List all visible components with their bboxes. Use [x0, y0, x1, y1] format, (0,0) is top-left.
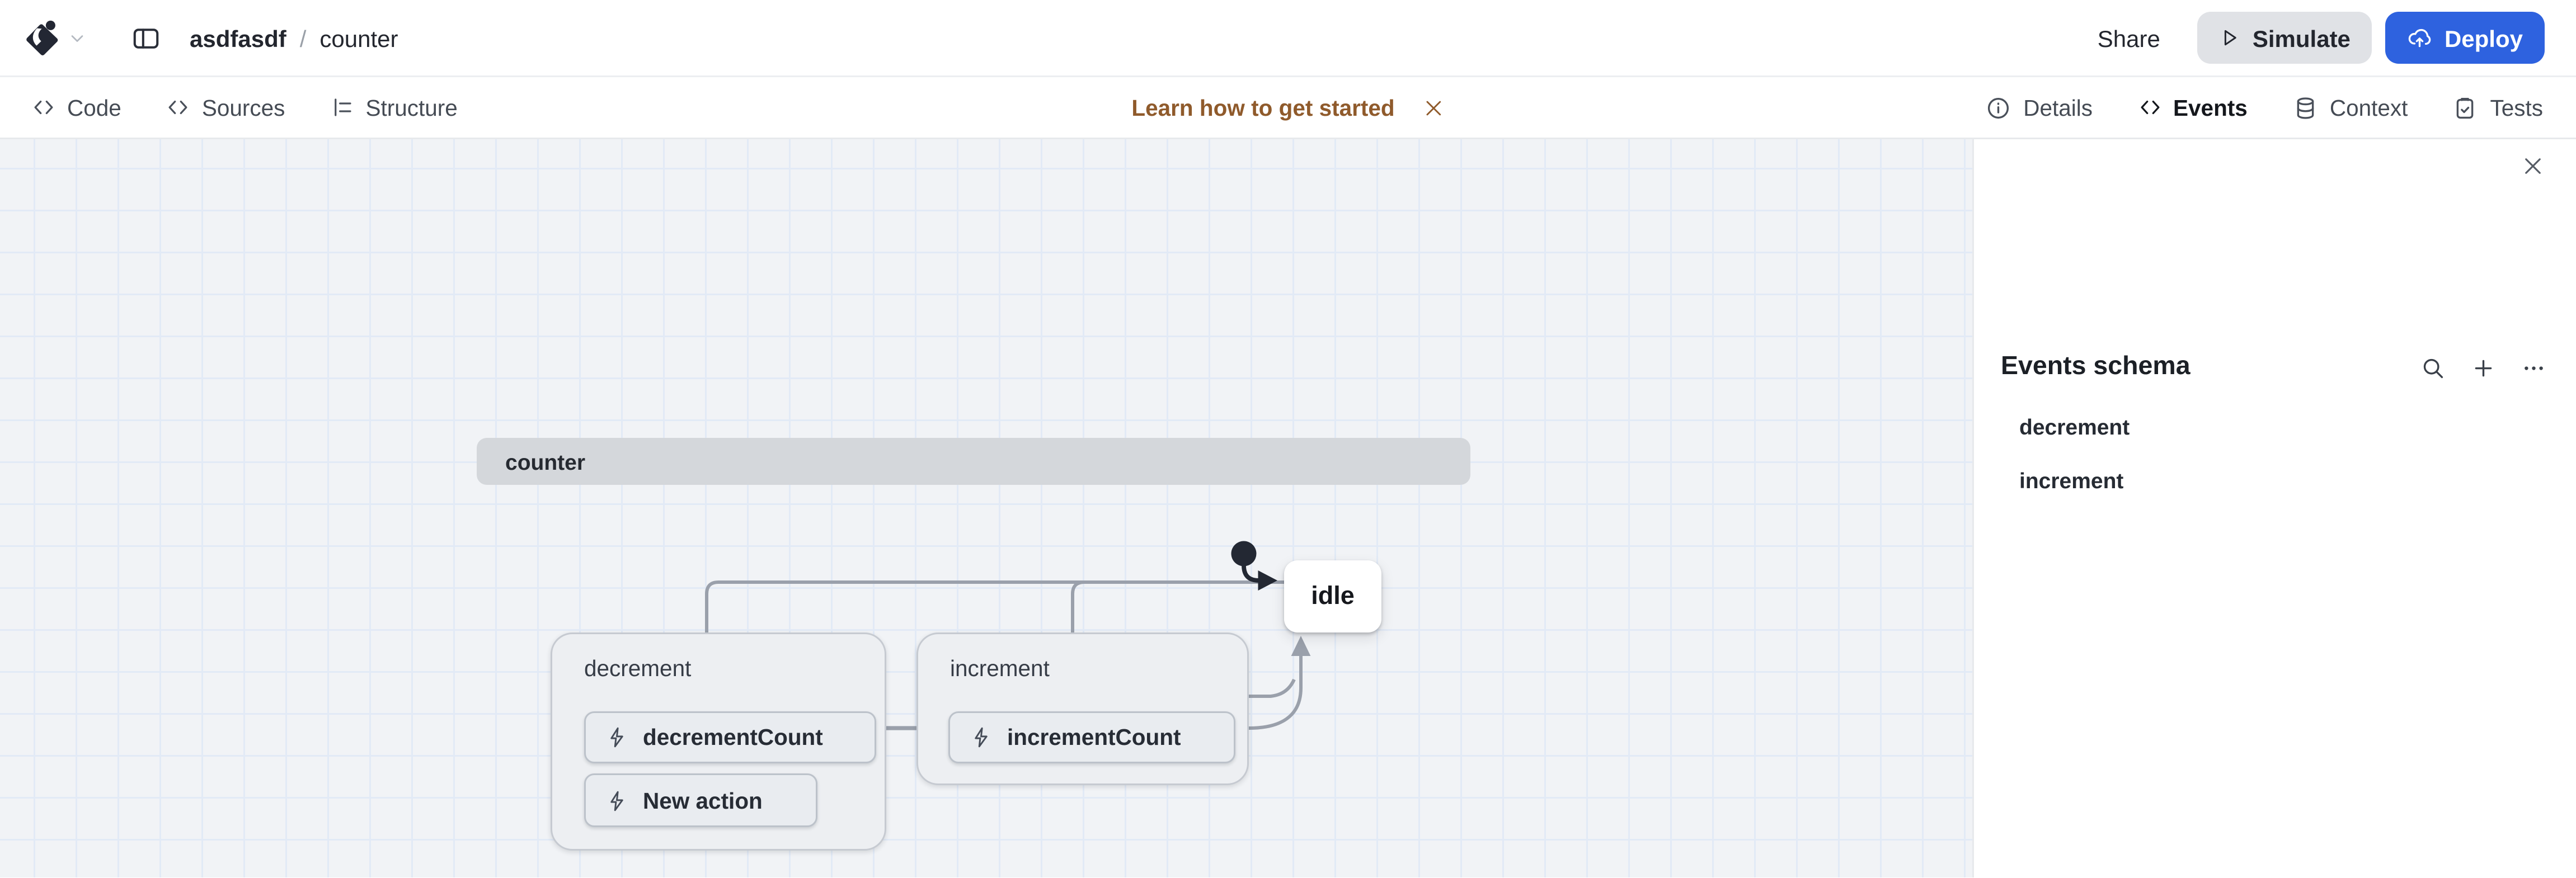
initial-state-arrow[interactable]: [1231, 541, 1278, 591]
action-incrementCount[interactable]: incrementCount: [948, 711, 1235, 763]
database-icon: [2293, 95, 2318, 120]
deploy-button[interactable]: Deploy: [2385, 12, 2545, 64]
get-started-notice: Learn how to get started: [1131, 77, 1445, 138]
breadcrumb-machine[interactable]: counter: [319, 24, 398, 51]
event-label-decrement[interactable]: decrement: [584, 656, 692, 681]
edge-decrement-to-idle[interactable]: [705, 580, 1284, 632]
event-item-increment[interactable]: increment: [1974, 453, 2576, 507]
chevron-down-icon: [67, 28, 87, 48]
tools-bar: Code Sources Structure Learn how to get …: [0, 77, 2576, 139]
tab-tests[interactable]: Tests: [2453, 95, 2543, 120]
topbar-actions: Share Simulate Deploy: [2098, 12, 2545, 64]
event-item-decrement[interactable]: decrement: [1974, 399, 2576, 453]
tab-structure[interactable]: Structure: [330, 95, 458, 120]
tab-details[interactable]: Details: [1986, 95, 2093, 120]
event-item-label: increment: [2019, 467, 2124, 493]
tab-sources[interactable]: Sources: [167, 95, 285, 120]
tab-code-label: Code: [67, 95, 121, 120]
action-decrementCount[interactable]: decrementCount: [584, 711, 876, 763]
state-node-idle[interactable]: idle: [1284, 560, 1381, 632]
top-bar: asdfasdf / counter Share Simulate Deploy: [0, 0, 2576, 77]
info-icon: [1986, 95, 2011, 120]
add-event-button[interactable]: [2471, 355, 2496, 380]
tab-tests-label: Tests: [2490, 95, 2543, 120]
more-options-icon[interactable]: [2521, 355, 2546, 380]
tab-code[interactable]: Code: [32, 95, 121, 120]
bolt-icon: [970, 726, 992, 748]
clipboard-check-icon: [2453, 95, 2478, 120]
tab-details-label: Details: [2023, 95, 2093, 120]
panel-title: Events schema: [2001, 352, 2190, 381]
stately-logo-menu[interactable]: [23, 18, 87, 58]
tab-context[interactable]: Context: [2293, 95, 2408, 120]
close-icon[interactable]: [2521, 154, 2545, 178]
simulate-label: Simulate: [2252, 24, 2351, 51]
arrowhead-up: [1291, 636, 1311, 656]
action-label: incrementCount: [1007, 725, 1181, 750]
close-icon[interactable]: [1423, 97, 1445, 119]
bolt-icon: [606, 790, 628, 811]
breadcrumb-separator: /: [299, 24, 307, 51]
left-tabset: Code Sources Structure: [32, 95, 458, 120]
edge-increment-to-idle-right[interactable]: [1248, 636, 1311, 730]
play-icon: [2219, 27, 2241, 49]
tab-events-label: Events: [2173, 95, 2248, 120]
machine-canvas[interactable]: counter decrement decrementCount New act…: [0, 139, 1974, 877]
tab-events[interactable]: Events: [2138, 95, 2248, 120]
event-item-label: decrement: [2019, 413, 2130, 439]
event-label-increment[interactable]: increment: [950, 656, 1050, 681]
code-icon: [167, 96, 190, 119]
share-button[interactable]: Share: [2097, 24, 2160, 51]
edge-increment-to-idle-top[interactable]: [1071, 580, 1284, 632]
transition-box-increment[interactable]: increment incrementCount: [916, 632, 1249, 785]
panel-header: Events schema: [2001, 347, 2546, 388]
tab-context-label: Context: [2329, 95, 2408, 120]
tree-icon: [330, 96, 354, 119]
breadcrumb-project[interactable]: asdfasdf: [190, 24, 286, 51]
right-tabset: Details Events Context Tests: [1986, 95, 2543, 120]
arrowhead-right: [1258, 570, 1277, 591]
machine-root-header[interactable]: counter: [477, 438, 1470, 485]
cloud-upload-icon: [2408, 25, 2433, 50]
action-label: New action: [643, 787, 763, 813]
state-name-label: idle: [1311, 582, 1355, 611]
initial-state-dot: [1231, 541, 1257, 567]
tab-structure-label: Structure: [365, 95, 458, 120]
tab-sources-label: Sources: [201, 95, 285, 120]
bolt-icon: [606, 726, 628, 748]
action-new-action[interactable]: New action: [584, 773, 817, 827]
get-started-link[interactable]: Learn how to get started: [1131, 95, 1395, 120]
machine-name-label: counter: [505, 449, 586, 474]
stately-logo: [23, 18, 60, 58]
simulate-button[interactable]: Simulate: [2197, 12, 2372, 64]
search-icon[interactable]: [2420, 355, 2446, 380]
panel-left-toggle-icon[interactable]: [131, 23, 161, 53]
events-panel: Events schema decrement increment: [1974, 139, 2576, 877]
deploy-label: Deploy: [2444, 24, 2523, 51]
transition-box-decrement[interactable]: decrement decrementCount New action: [551, 632, 886, 851]
code-icon: [32, 96, 55, 119]
events-list: decrement increment: [1974, 399, 2576, 507]
panel-actions: [2420, 355, 2546, 380]
code-icon: [2138, 96, 2161, 119]
action-label: decrementCount: [643, 725, 823, 750]
breadcrumb: asdfasdf / counter: [190, 25, 398, 51]
